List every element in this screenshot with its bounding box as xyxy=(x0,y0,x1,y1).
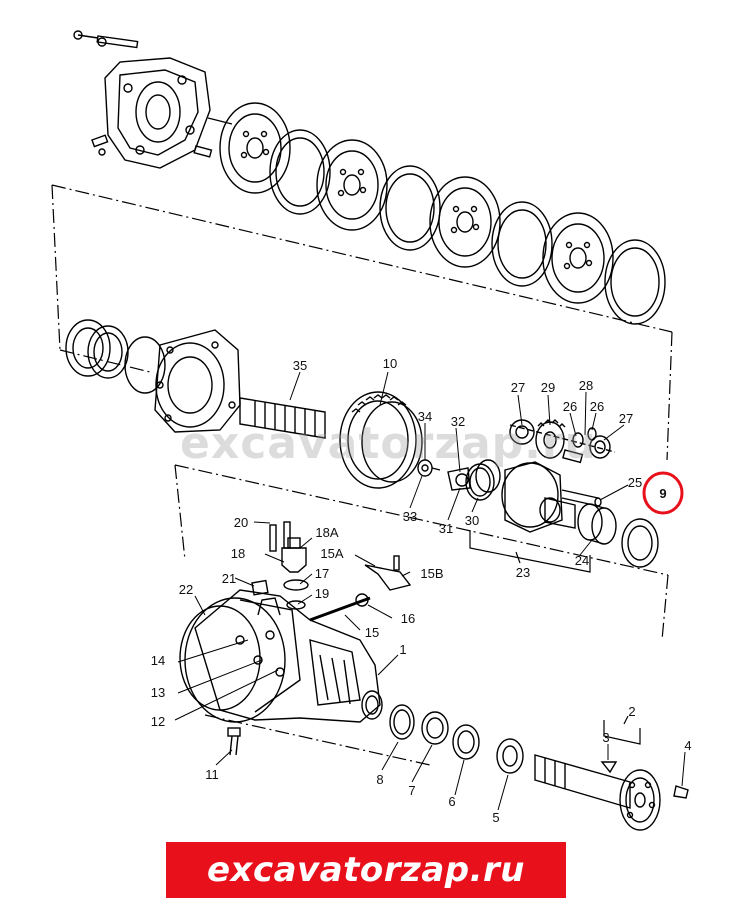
callout-27: 27 xyxy=(511,380,525,395)
highlight-circle xyxy=(642,471,684,515)
brake-disc-stack xyxy=(219,102,666,325)
callout-11: 11 xyxy=(205,767,219,782)
watermark-text: excavatorzap.ru xyxy=(180,418,597,469)
callout-7: 7 xyxy=(408,783,415,798)
group-brackets xyxy=(469,530,641,745)
callout-21: 21 xyxy=(222,571,236,586)
callout-31: 31 xyxy=(439,521,453,536)
planet-carrier xyxy=(501,461,602,533)
callout-26: 26 xyxy=(563,399,577,414)
piston-and-seals xyxy=(65,319,241,433)
callout-23: 23 xyxy=(516,565,530,580)
callout-4: 4 xyxy=(684,738,691,753)
site-banner: excavatorzap.ru xyxy=(166,842,566,898)
callout-13: 13 xyxy=(151,685,165,700)
callout-33: 33 xyxy=(403,509,417,524)
lower-frame-lines xyxy=(174,464,669,766)
callout-27: 27 xyxy=(619,411,633,426)
callout-24: 24 xyxy=(575,553,589,568)
callout-32: 32 xyxy=(451,414,465,429)
callout-28: 28 xyxy=(579,378,593,393)
tapered-bearing xyxy=(577,503,617,545)
callout-14: 14 xyxy=(151,653,165,668)
callout-5: 5 xyxy=(492,810,499,825)
brake-valve-parts xyxy=(251,521,412,622)
site-banner-text: excavatorzap.ru xyxy=(206,850,526,890)
callout-8: 8 xyxy=(376,772,383,787)
callout-34: 34 xyxy=(418,409,432,424)
brake-housing xyxy=(73,30,233,169)
callout-17: 17 xyxy=(315,566,329,581)
callout-2: 2 xyxy=(628,704,635,719)
upper-frame-lines xyxy=(51,184,673,461)
callout-15: 15 xyxy=(365,625,379,640)
o-ring-seal xyxy=(179,605,261,711)
callout-20: 20 xyxy=(234,515,248,530)
axle-bearings-seals xyxy=(389,704,524,774)
callout-29: 29 xyxy=(541,380,555,395)
callout-16: 16 xyxy=(401,611,415,626)
callout-3: 3 xyxy=(602,730,609,745)
callout-10: 10 xyxy=(383,356,397,371)
callout-18: 18 xyxy=(231,546,245,561)
callout-12: 12 xyxy=(151,714,165,729)
bolt-11 xyxy=(227,727,241,756)
callout-25: 25 xyxy=(628,475,642,490)
callout-6: 6 xyxy=(448,794,455,809)
callout-35: 35 xyxy=(293,358,307,373)
ring-gear xyxy=(339,391,423,489)
callout-22: 22 xyxy=(179,582,193,597)
callout-19: 19 xyxy=(315,586,329,601)
callout-15b: 15B xyxy=(420,566,443,581)
callout-26: 26 xyxy=(590,399,604,414)
callout-18a: 18A xyxy=(315,525,338,540)
callout-30: 30 xyxy=(465,513,479,528)
callout-9: 9 xyxy=(659,486,666,501)
axle-housing xyxy=(184,589,383,723)
pinion-shaft xyxy=(239,397,326,439)
axle-shaft xyxy=(534,754,689,831)
callout-1: 1 xyxy=(399,642,406,657)
thrust-washer xyxy=(621,518,659,568)
callout-15a: 15A xyxy=(320,546,343,561)
leader-lines xyxy=(174,371,686,811)
